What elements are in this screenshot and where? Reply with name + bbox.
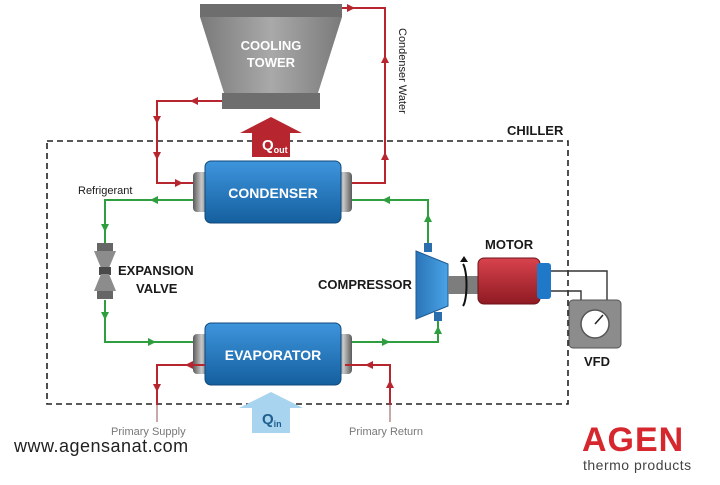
q-out-label: Qout [262,137,288,155]
primary-water-lines-outside [156,405,391,422]
condenser: CONDENSER [193,160,352,224]
q-out-arrow: Qout [240,117,302,157]
condenser-water-arrows [153,4,389,187]
website-url: www.agensanat.com [13,436,189,456]
vfd-label: VFD [584,354,610,369]
arrow-down-icon [101,312,109,320]
arrow-right-icon [148,338,156,346]
arrow-down-icon [153,152,161,160]
motor [477,257,551,305]
arrow-left-icon [150,196,158,204]
valve-top-flange [97,243,113,251]
compressor [415,243,482,321]
q-in-arrow: Qin [239,392,303,433]
chiller-label: CHILLER [507,123,564,138]
brand-tagline: thermo products [583,457,692,473]
valve-upper-cone [94,251,116,268]
valve-body [99,267,111,275]
arrow-right-icon [347,4,355,12]
chiller-boundary [46,140,569,405]
arrow-left-icon [185,361,193,369]
arrow-left-icon [382,196,390,204]
condenser-box [204,160,342,224]
condenser-water-label: Condenser Water [396,28,408,114]
vfd [568,299,622,349]
arrow-up-icon [381,152,389,160]
cooling-tower-body [200,17,342,93]
cooling-tower-label-line2: TOWER [247,55,296,70]
arrow-right-icon [175,179,183,187]
evaporator-box [204,322,342,386]
arrow-up-icon [381,55,389,63]
compressor-body [415,250,449,320]
refrigerant-arrows [101,196,442,346]
motor-body [477,257,541,305]
evaporator: EVAPORATOR [193,322,352,386]
expansion-valve [94,243,116,299]
rotation-arc-icon [462,263,468,307]
primary-water-arrows [153,361,394,392]
arrow-right-icon [382,338,390,346]
compressor-label: COMPRESSOR [318,277,413,292]
refrigerant-line-condenser-to-valve [104,199,200,243]
refrigerant-line-compressor-to-condenser [345,199,429,248]
condenser-label: CONDENSER [228,185,317,201]
gauge-needle [594,314,604,325]
arrow-down-icon [153,384,161,392]
refrigerant-label: Refrigerant [78,185,132,197]
motor-label: MOTOR [485,237,534,252]
arrow-left-icon [190,97,198,105]
cooling-tower-top [200,4,342,17]
primary-return-label: Primary Return [349,426,423,438]
arrow-up-icon [434,326,442,334]
arrow-up-icon [424,214,432,222]
brand-logo: AGEN [582,421,684,459]
cooling-tower-label-line1: COOLING [241,38,302,53]
cooling-tower: COOLING TOWER [200,4,342,109]
expansion-valve-label-line2: VALVE [136,281,178,296]
refrigerant-line-evaporator-to-compressor [345,318,439,343]
q-in-label: Qin [262,411,282,429]
arrow-up-icon [386,380,394,388]
arrow-left-icon [365,361,373,369]
expansion-valve-label-line1: EXPANSION [118,263,194,278]
vfd-wiring [551,270,608,302]
primary-supply-label: Primary Supply [111,426,186,438]
valve-lower-cone [94,274,116,291]
valve-bottom-flange [97,291,113,299]
motor-terminal-box [537,263,551,299]
primary-return-line [345,364,391,405]
rotation-arrow-icon [460,256,468,262]
evaporator-label: EVAPORATOR [225,347,321,363]
refrigerant-line-valve-to-evaporator [104,300,200,343]
arrow-down-icon [153,116,161,124]
arrow-down-icon [101,224,109,232]
cooling-tower-basin [222,93,320,109]
motor-shaft [448,276,482,294]
